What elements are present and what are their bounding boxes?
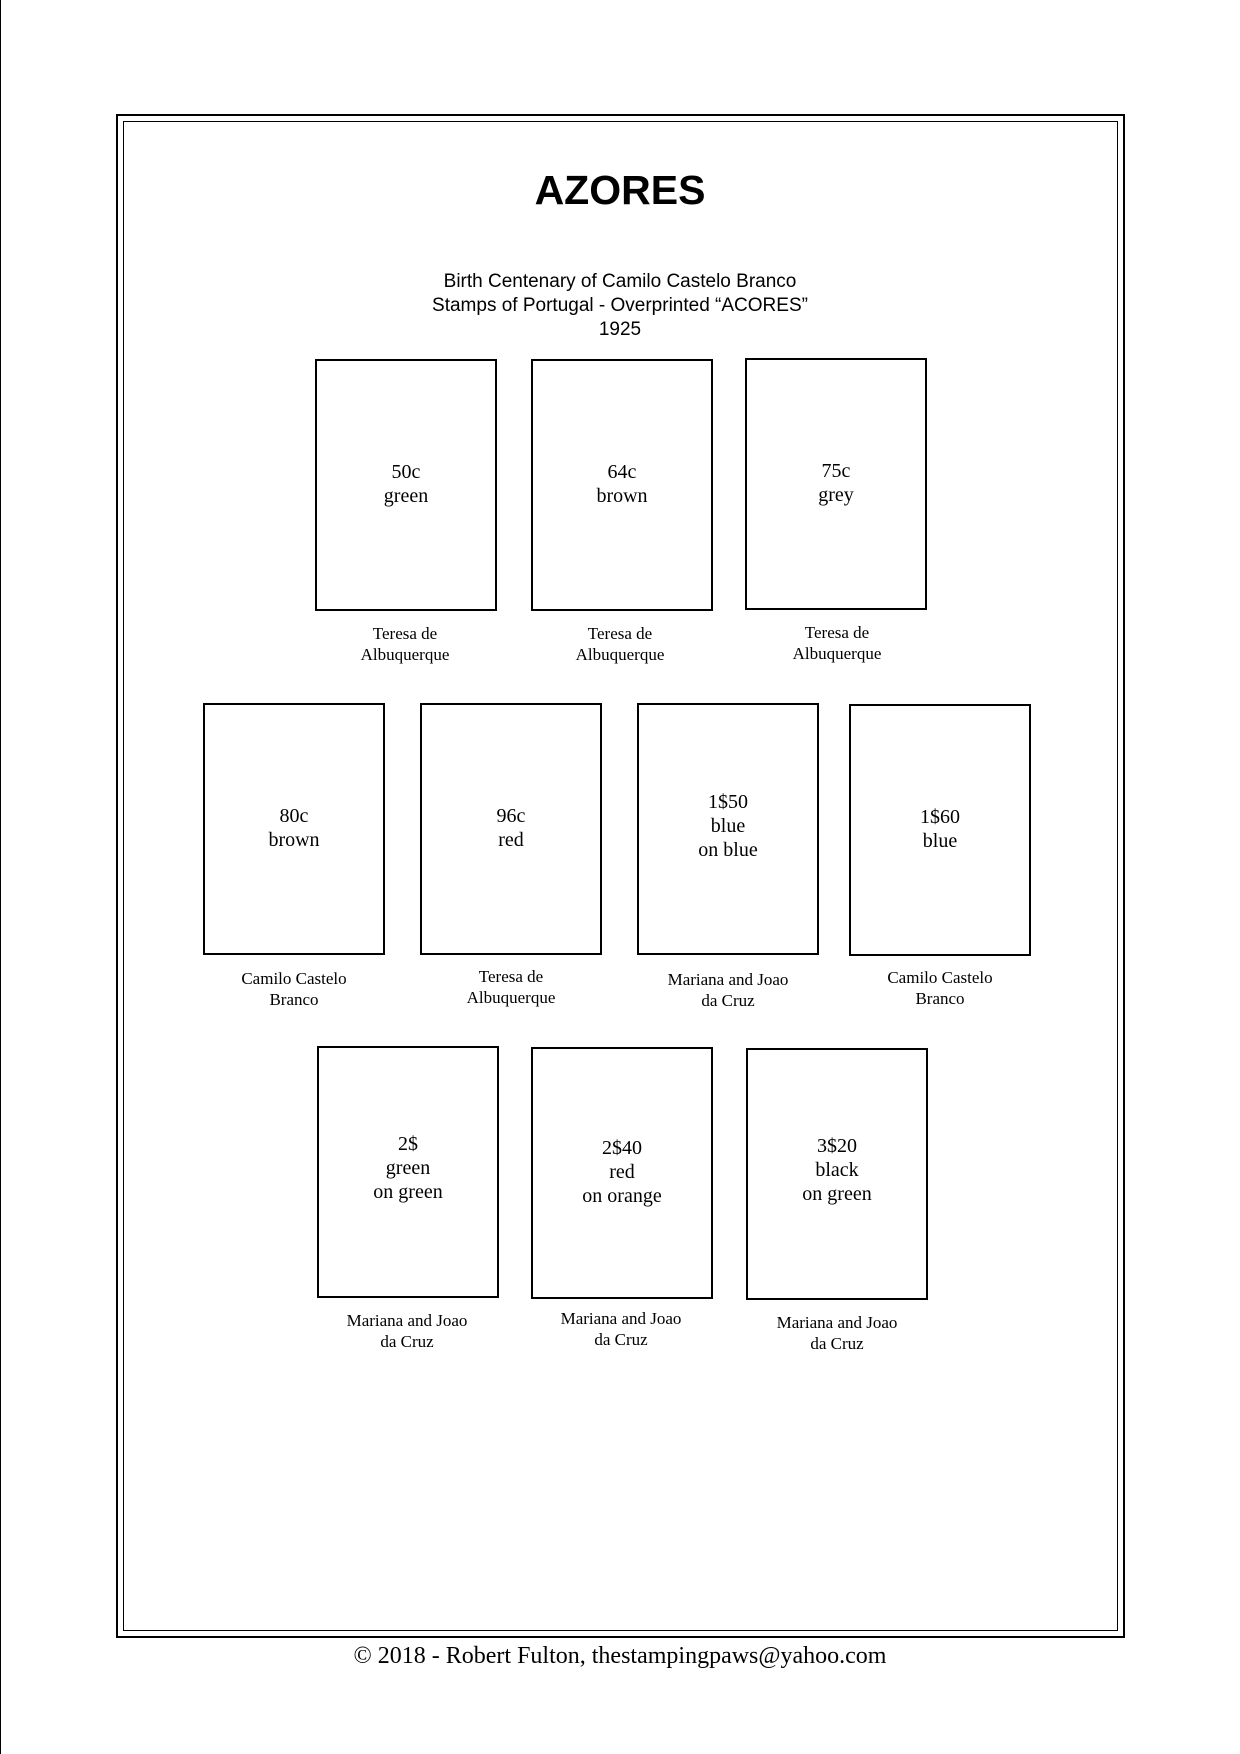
stamp-space: 2$ green on green bbox=[317, 1046, 499, 1298]
stamp-color: grey bbox=[818, 484, 854, 506]
stamp-value: 64c bbox=[607, 461, 637, 483]
stamp-caption: Mariana and Joao da Cruz bbox=[717, 1312, 957, 1354]
stamp-caption: Teresa de Albuquerque bbox=[717, 622, 957, 664]
stamp-caption: Camilo Castelo Branco bbox=[174, 968, 414, 1010]
stamp-value: 1$50 bbox=[708, 791, 748, 813]
stamp-description: 2$40 red on orange bbox=[533, 1136, 711, 1208]
caption-line: Teresa de bbox=[587, 624, 653, 643]
stamp-value: 50c bbox=[391, 461, 421, 483]
stamp-color: brown bbox=[268, 829, 320, 851]
album-page-outer-border bbox=[116, 114, 1125, 1638]
stamp-paper: on blue bbox=[698, 839, 758, 861]
stamp-space: 1$50 blue on blue bbox=[637, 703, 819, 955]
caption-line: Camilo Castelo bbox=[241, 969, 347, 988]
subtitle-year: 1925 bbox=[598, 319, 642, 340]
stamp-description: 1$50 blue on blue bbox=[639, 790, 817, 862]
stamp-color: green bbox=[385, 1157, 431, 1179]
stamp-value: 75c bbox=[821, 460, 851, 482]
caption-line: Teresa de bbox=[478, 967, 544, 986]
caption-line: Mariana and Joao bbox=[667, 970, 789, 989]
stamp-color: blue bbox=[710, 815, 746, 837]
subtitle-issue: Birth Centenary of Camilo Castelo Branco bbox=[443, 271, 797, 292]
stamp-space: 64c brown bbox=[531, 359, 713, 611]
stamp-space: 1$60 blue bbox=[849, 704, 1031, 956]
stamp-color: red bbox=[498, 829, 524, 851]
stamp-space: 75c grey bbox=[745, 358, 927, 610]
stamp-description: 50c green bbox=[317, 460, 495, 508]
stamp-space: 96c red bbox=[420, 703, 602, 955]
stamp-caption: Camilo Castelo Branco bbox=[820, 967, 1060, 1009]
stamp-space: 2$40 red on orange bbox=[531, 1047, 713, 1299]
stamp-description: 2$ green on green bbox=[319, 1132, 497, 1204]
stamp-paper: on green bbox=[373, 1181, 443, 1203]
stamp-color: blue bbox=[922, 830, 958, 852]
stamp-space: 80c brown bbox=[203, 703, 385, 955]
caption-line: Branco bbox=[269, 990, 319, 1009]
stamp-color: black bbox=[815, 1159, 859, 1181]
subtitle-overprint: Stamps of Portugal - Overprinted “ACORES… bbox=[432, 295, 808, 316]
stamp-value: 2$40 bbox=[602, 1137, 642, 1159]
caption-line: Albuquerque bbox=[466, 988, 556, 1007]
stamp-description: 3$20 black on green bbox=[748, 1134, 926, 1206]
caption-line: Mariana and Joao bbox=[776, 1313, 898, 1332]
stamp-description: 96c red bbox=[422, 804, 600, 852]
caption-line: Camilo Castelo bbox=[887, 968, 993, 987]
stamp-value: 80c bbox=[279, 805, 309, 827]
caption-line: Mariana and Joao bbox=[346, 1311, 468, 1330]
stamp-caption: Teresa de Albuquerque bbox=[391, 966, 631, 1008]
stamp-paper: on green bbox=[802, 1183, 872, 1205]
album-page-inner-border bbox=[123, 121, 1118, 1631]
stamp-value: 3$20 bbox=[817, 1135, 857, 1157]
caption-line: da Cruz bbox=[380, 1332, 434, 1351]
stamp-caption: Teresa de Albuquerque bbox=[285, 623, 525, 665]
caption-line: Branco bbox=[915, 989, 965, 1008]
stamp-color: brown bbox=[596, 485, 648, 507]
stamp-caption: Mariana and Joao da Cruz bbox=[287, 1310, 527, 1352]
stamp-color: green bbox=[383, 485, 429, 507]
caption-line: Albuquerque bbox=[575, 645, 665, 664]
stamp-value: 2$ bbox=[398, 1133, 418, 1155]
stamp-caption: Mariana and Joao da Cruz bbox=[501, 1308, 741, 1350]
stamp-value: 96c bbox=[496, 805, 526, 827]
page-title: AZORES bbox=[534, 167, 706, 213]
caption-line: da Cruz bbox=[810, 1334, 864, 1353]
stamp-caption: Mariana and Joao da Cruz bbox=[608, 969, 848, 1011]
caption-line: da Cruz bbox=[701, 991, 755, 1010]
caption-line: Mariana and Joao bbox=[560, 1309, 682, 1328]
caption-line: Teresa de bbox=[804, 623, 870, 642]
stamp-paper: on orange bbox=[582, 1185, 662, 1207]
stamp-description: 80c brown bbox=[205, 804, 383, 852]
page-edge-line bbox=[0, 0, 1, 1754]
stamp-caption: Teresa de Albuquerque bbox=[500, 623, 740, 665]
stamp-description: 64c brown bbox=[533, 460, 711, 508]
stamp-description: 75c grey bbox=[747, 459, 925, 507]
caption-line: Teresa de bbox=[372, 624, 438, 643]
stamp-value: 1$60 bbox=[920, 806, 960, 828]
stamp-description: 1$60 blue bbox=[851, 805, 1029, 853]
caption-line: da Cruz bbox=[594, 1330, 648, 1349]
caption-line: Albuquerque bbox=[792, 644, 882, 663]
caption-line: Albuquerque bbox=[360, 645, 450, 664]
stamp-space: 50c green bbox=[315, 359, 497, 611]
stamp-space: 3$20 black on green bbox=[746, 1048, 928, 1300]
copyright-footer: © 2018 - Robert Fulton, thestampingpaws@… bbox=[353, 1643, 887, 1669]
stamp-color: red bbox=[609, 1161, 635, 1183]
